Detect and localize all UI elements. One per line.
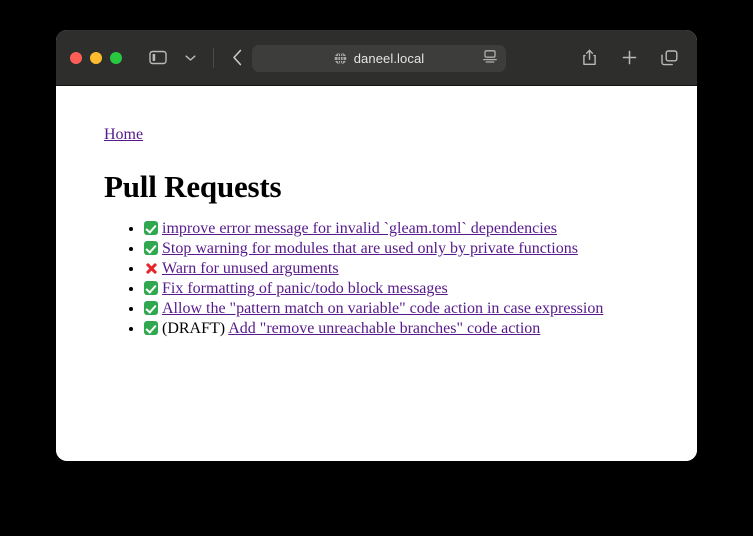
list-item: improve error message for invalid `gleam… bbox=[144, 219, 649, 239]
chevron-down-icon bbox=[184, 54, 196, 62]
pull-request-link[interactable]: Fix formatting of panic/todo block messa… bbox=[162, 280, 448, 297]
white-check-mark-emoji-icon bbox=[144, 301, 158, 315]
globe-icon bbox=[334, 52, 347, 65]
back-button[interactable] bbox=[223, 45, 251, 71]
white-check-mark-emoji-icon bbox=[144, 221, 158, 235]
draft-label: (DRAFT) bbox=[162, 320, 229, 337]
address-bar[interactable]: daneel.local bbox=[252, 45, 506, 72]
white-check-mark-emoji-icon bbox=[144, 281, 158, 295]
pull-request-link[interactable]: Allow the "pattern match on variable" co… bbox=[162, 300, 604, 317]
share-icon bbox=[582, 49, 597, 66]
address-bar-content: daneel.local bbox=[334, 51, 425, 66]
list-item: Fix formatting of panic/todo block messa… bbox=[144, 279, 649, 299]
list-item: Warn for unused arguments bbox=[144, 259, 649, 279]
tab-overview-button[interactable] bbox=[655, 45, 683, 71]
browser-toolbar: daneel.local bbox=[56, 30, 697, 86]
breadcrumb-home-link[interactable]: Home bbox=[104, 126, 144, 143]
white-check-mark-emoji-icon bbox=[144, 321, 158, 335]
pull-request-list: improve error message for invalid `gleam… bbox=[104, 219, 649, 339]
toolbar-right-group bbox=[575, 45, 683, 71]
sidebar-dropdown-button[interactable] bbox=[176, 45, 204, 71]
browser-window: daneel.local bbox=[56, 30, 697, 461]
minimize-button[interactable] bbox=[90, 51, 102, 64]
maximize-button[interactable] bbox=[110, 51, 122, 64]
tab-overview-icon bbox=[660, 49, 678, 66]
share-button[interactable] bbox=[575, 45, 603, 71]
reader-view-icon bbox=[483, 49, 497, 68]
close-button[interactable] bbox=[70, 51, 82, 64]
address-bar-container: daneel.local bbox=[252, 45, 506, 72]
sidebar-toggle-icon bbox=[149, 50, 167, 65]
pull-request-link[interactable]: Warn for unused arguments bbox=[162, 260, 339, 277]
sidebar-toggle-button[interactable] bbox=[144, 45, 172, 71]
list-item: Stop warning for modules that are used o… bbox=[144, 239, 649, 259]
pull-request-link[interactable]: Add "remove unreachable branches" code a… bbox=[228, 320, 541, 337]
list-item: (DRAFT) Add "remove unreachable branches… bbox=[144, 319, 649, 339]
window-controls bbox=[70, 51, 122, 64]
page-title: Pull Requests bbox=[104, 169, 282, 204]
plus-icon bbox=[622, 50, 637, 65]
address-bar-text: daneel.local bbox=[353, 51, 425, 66]
back-chevron-icon bbox=[232, 49, 243, 66]
reader-view-button[interactable] bbox=[483, 49, 497, 68]
white-check-mark-emoji-icon bbox=[144, 241, 158, 255]
pull-request-link[interactable]: Stop warning for modules that are used o… bbox=[162, 240, 578, 257]
page-content: Home Pull Requests improve error message… bbox=[56, 86, 697, 461]
cross-mark-emoji-icon bbox=[144, 261, 158, 275]
toolbar-left-group bbox=[144, 45, 251, 71]
pull-request-link[interactable]: improve error message for invalid `gleam… bbox=[162, 220, 557, 237]
list-item: Allow the "pattern match on variable" co… bbox=[144, 299, 649, 319]
content-inner: Home Pull Requests improve error message… bbox=[56, 86, 697, 339]
toolbar-divider bbox=[213, 47, 214, 68]
new-tab-button[interactable] bbox=[615, 45, 643, 71]
